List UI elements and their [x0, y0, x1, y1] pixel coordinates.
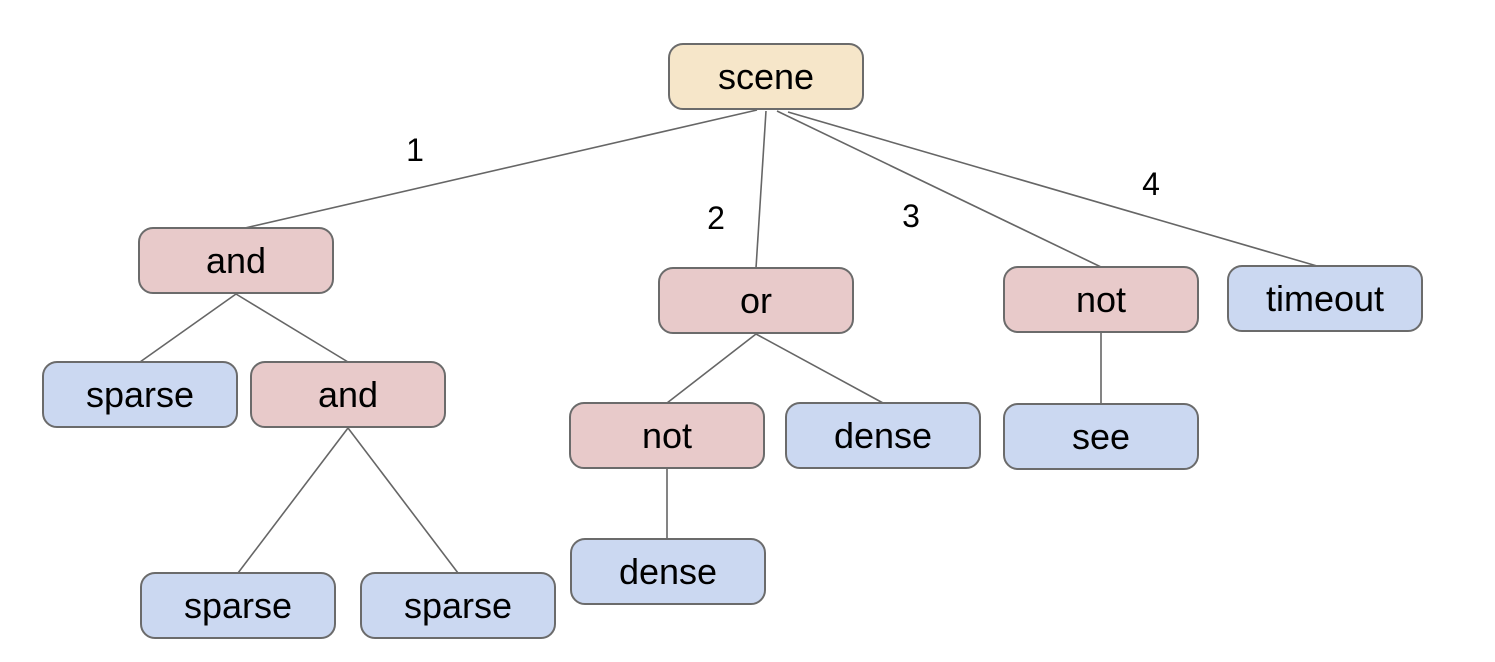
edge-or-dense — [755, 333, 884, 404]
edge-scene-not — [776, 110, 1102, 268]
edge-or-not — [666, 333, 757, 404]
node-or: or — [658, 267, 854, 334]
node-sparse-3: sparse — [360, 572, 556, 639]
edge-and2-sparse3 — [347, 427, 459, 574]
node-dense-2: dense — [570, 538, 766, 605]
node-dense-1: dense — [785, 402, 981, 469]
edge-and2-sparse2 — [237, 427, 349, 574]
node-sparse-1: sparse — [42, 361, 238, 428]
node-and-2: and — [250, 361, 446, 428]
edge-label-3: 3 — [902, 198, 920, 234]
node-scene: scene — [668, 43, 864, 110]
node-not-2: not — [569, 402, 765, 469]
node-sparse-2: sparse — [140, 572, 336, 639]
edge-label-1: 1 — [406, 132, 424, 168]
node-see: see — [1003, 403, 1199, 470]
node-not-1: not — [1003, 266, 1199, 333]
edge-scene-and — [244, 109, 758, 229]
node-timeout: timeout — [1227, 265, 1423, 332]
edge-and-and — [235, 293, 349, 363]
edge-scene-or — [755, 110, 767, 269]
edge-label-4: 4 — [1142, 166, 1160, 202]
edge-and-sparse — [139, 293, 237, 363]
edge-scene-timeout — [787, 111, 1318, 267]
node-and-1: and — [138, 227, 334, 294]
edge-label-2: 2 — [707, 200, 725, 236]
